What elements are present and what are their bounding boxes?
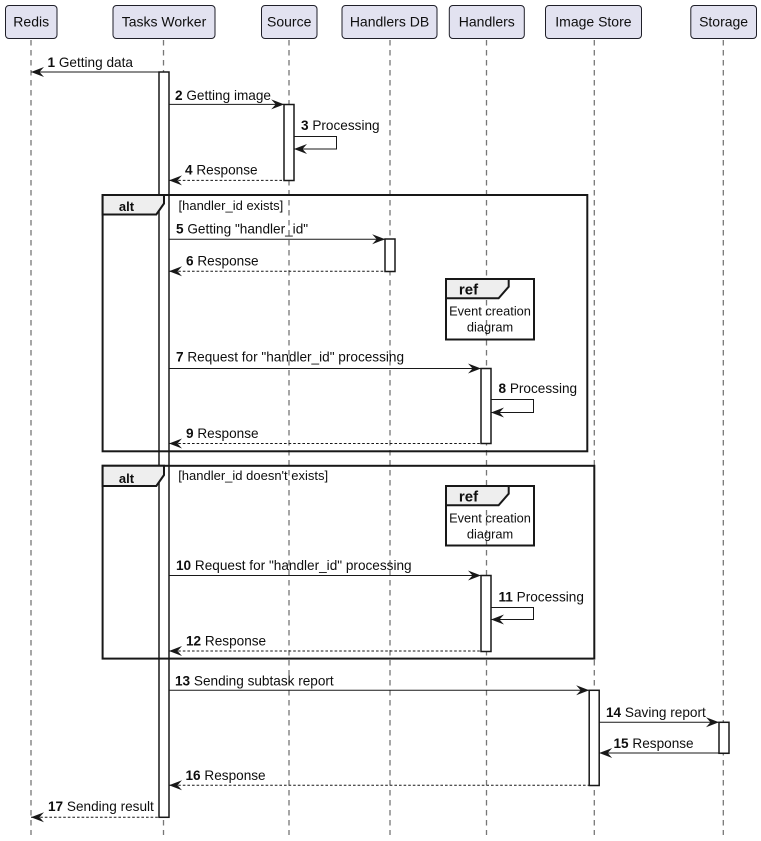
svg-text:ref: ref (459, 489, 479, 506)
svg-text:6 Response: 6 Response (186, 254, 259, 269)
svg-text:10 Request for "handler_id" pr: 10 Request for "handler_id" processing (176, 558, 412, 573)
svg-text:12 Response: 12 Response (186, 634, 266, 649)
svg-text:Handlers: Handlers (459, 14, 515, 30)
svg-text:Tasks Worker: Tasks Worker (122, 14, 207, 30)
svg-text:Event creation: Event creation (449, 511, 531, 526)
svg-text:Handlers DB: Handlers DB (350, 14, 429, 30)
svg-text:15 Response: 15 Response (614, 736, 694, 751)
svg-text:14 Saving report: 14 Saving report (606, 705, 706, 720)
svg-text:diagram: diagram (467, 320, 513, 335)
svg-text:[handler_id exists]: [handler_id exists] (179, 198, 284, 213)
svg-text:3 Processing: 3 Processing (301, 118, 380, 133)
svg-text:13 Sending subtask report: 13 Sending subtask report (175, 674, 334, 689)
svg-text:2 Getting image: 2 Getting image (175, 88, 271, 103)
svg-text:Source: Source (267, 14, 312, 30)
svg-text:diagram: diagram (467, 527, 513, 542)
svg-text:1 Getting data: 1 Getting data (48, 55, 134, 70)
svg-text:Event creation: Event creation (449, 304, 531, 319)
svg-text:Redis: Redis (13, 14, 49, 30)
svg-text:alt: alt (119, 471, 135, 486)
svg-text:11 Processing: 11 Processing (499, 590, 584, 605)
svg-text:ref: ref (459, 282, 479, 299)
svg-text:8 Processing: 8 Processing (499, 381, 578, 396)
svg-text:16 Response: 16 Response (186, 768, 266, 783)
svg-text:9 Response: 9 Response (186, 426, 259, 441)
svg-text:alt: alt (119, 199, 135, 214)
svg-text:17 Sending result: 17 Sending result (48, 799, 154, 814)
svg-text:Storage: Storage (699, 14, 748, 30)
svg-text:4 Response: 4 Response (185, 163, 258, 178)
svg-text:7 Request for "handler_id" pro: 7 Request for "handler_id" processing (176, 350, 404, 365)
svg-text:Image Store: Image Store (555, 14, 631, 30)
svg-text:5 Getting "handler_id": 5 Getting "handler_id" (176, 222, 308, 237)
svg-text:[handler_id doesn't exists]: [handler_id doesn't exists] (178, 468, 328, 483)
